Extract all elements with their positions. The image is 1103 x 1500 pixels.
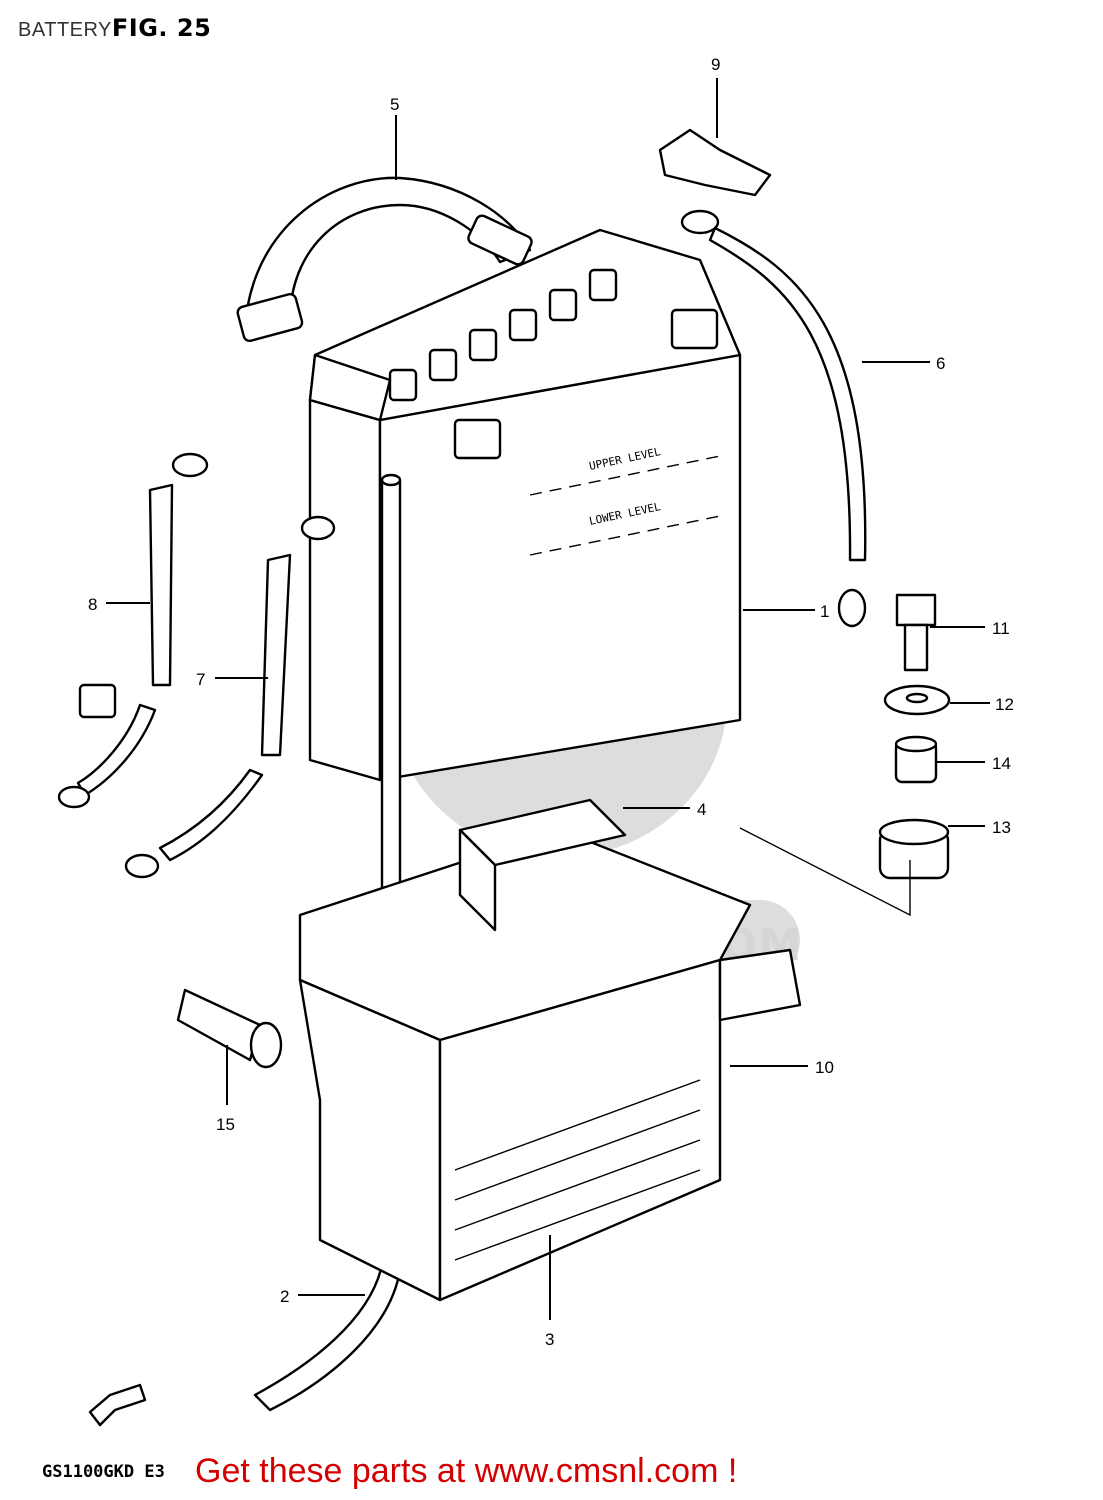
parts-link[interactable]: Get these parts at www.cmsnl.com ! [195,1452,738,1490]
model-code: GS1100GKD E3 [42,1462,165,1482]
part-bolt [895,593,937,672]
callout-13: 13 [992,818,1011,837]
callout-9: 9 [711,55,720,74]
positive-terminal [670,308,719,350]
part-positive-lead [680,209,867,628]
part-battery: UPPER LEVEL LOWER LEVEL [308,228,742,782]
part-breather-hose [253,473,402,1412]
figure-number: FIG. 25 [111,14,212,42]
section-title: BATTERY [18,19,112,41]
leader-lines [106,78,990,1320]
part-negative-lead [124,515,336,879]
callout-11: 11 [992,619,1010,638]
part-sub-lead [57,452,209,809]
negative-terminal [453,418,502,460]
callout-14: 14 [992,754,1011,773]
callout-1: 1 [820,602,829,621]
callout-numbers: 1 2 3 4 5 6 7 8 9 10 11 12 14 13 15 [88,55,1014,1349]
callout-6: 6 [936,354,945,373]
callout-12: 12 [995,695,1014,714]
callout-2: 2 [280,1287,289,1306]
callout-8: 8 [88,595,97,614]
part-strap [236,176,533,343]
callout-7: 7 [196,670,205,689]
assembly-line [739,827,911,917]
callout-3: 3 [545,1330,554,1349]
callout-4: 4 [697,800,706,819]
battery-cell-caps [388,268,618,402]
callout-5: 5 [390,95,399,114]
part-rubber-cushion [878,818,950,880]
callout-10: 10 [815,1058,834,1077]
part-terminal-cover [658,128,772,197]
washer-hole [905,692,929,704]
part-collar [894,735,938,784]
callout-15: 15 [216,1115,235,1134]
page-header: BATTERYFIG. 25 [18,14,211,42]
part-battery-tray [298,828,802,1302]
part-rubber-grommet [176,988,283,1069]
fwd-arrow: FWD [88,1383,147,1427]
part-cushion [458,798,627,932]
